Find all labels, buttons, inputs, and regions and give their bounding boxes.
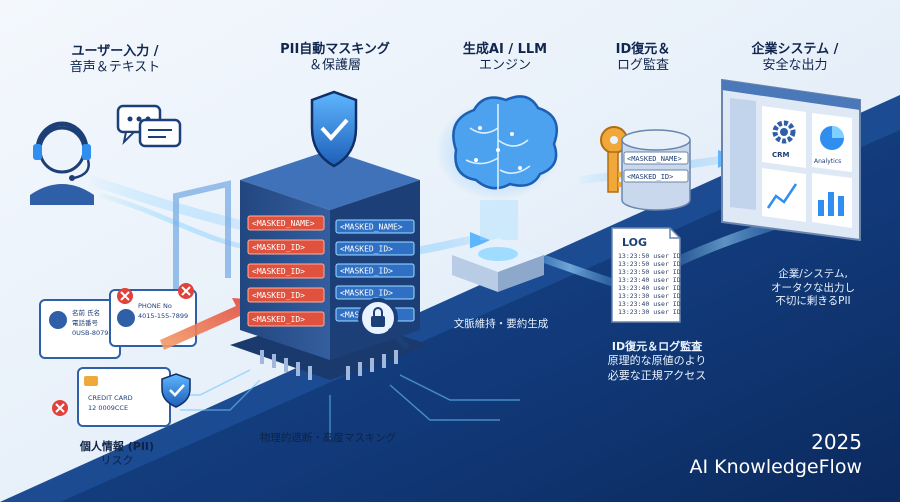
brand-year: 2025 [811,430,862,454]
masked-tag: <MASKED_ID> [623,169,689,183]
masked-tag: <MASKED_NAME> [247,215,325,231]
masked-tag: <MASKED_ID> [335,241,415,256]
svg-text:<MASKED_ID>: <MASKED_ID> [627,173,673,181]
svg-text:<MASKED_ID>: <MASKED_ID> [340,245,393,254]
step-output-label: 企業システム /安全な出力 [751,42,839,74]
svg-text:CRM: CRM [772,151,790,159]
masked-tag: <MASKED_NAME> [623,151,689,165]
pii-risk-caption: 個人情報 (PII)リスク [79,440,155,468]
user-headset-icon [30,121,94,205]
masked-tag: <MASKED_ID> [247,263,325,279]
svg-text:<MASKED_NAME>: <MASKED_NAME> [340,223,403,232]
key-icon [600,126,628,193]
risk-arrow [160,298,262,350]
masked-tag: <MASKED_ID> [335,285,415,300]
svg-text:Analytics: Analytics [814,158,841,165]
svg-text:LOG: LOG [622,236,647,249]
svg-text:<MASKED_ID>: <MASKED_ID> [340,289,393,298]
shield-check-icon [161,373,191,408]
llm-pedestal [452,200,544,292]
svg-text:<MASKED_ID>: <MASKED_ID> [252,267,305,276]
step-masking-label: PII自動マスキング＆保護層 [280,42,390,74]
llm-brain-icon [436,95,560,200]
llm-caption: 文脈維持・要約生成 [453,318,549,330]
svg-text:<MASKED_NAME>: <MASKED_NAME> [252,219,315,228]
svg-text:<MASKED_ID>: <MASKED_ID> [252,243,305,252]
magnifier-lock-icon [358,298,409,349]
masked-tag: <MASKED_NAME> [335,219,415,234]
log-row: 13:23:50 user ID [618,252,681,260]
chip-pins [260,350,398,380]
log-row: 13:23:30 user ID [618,308,681,316]
chat-bubble-icon [116,104,182,148]
masked-tag: <MASKED_ID> [335,263,415,278]
bar-chart-icon [818,192,844,216]
svg-text:<MASKED_ID>: <MASKED_ID> [252,315,305,324]
step-restore-label: ID復元＆ログ監査 [615,42,671,74]
brand-name: AI KnowledgeFlow [689,456,862,478]
restore-note: ID復元＆ログ監査 原理的な原値のより 必要な正規アクセス [607,340,707,382]
gateway-frame-icon [173,180,231,290]
log-row: 13:23:40 user ID [618,276,681,284]
log-row: 13:23:40 user ID [618,300,681,308]
log-row: 13:23:50 user ID [618,260,681,268]
enterprise-dashboard: CRM Analytics [721,78,861,242]
line-chart-icon [766,183,798,209]
svg-text:<MASKED_NAME>: <MASKED_NAME> [627,155,682,163]
masked-tag: <MASKED_ID> [247,287,325,303]
output-note: 企業/システム, オータクな出力し 不切に剰きるPII [771,268,855,308]
gear-icon [772,120,796,144]
svg-text:<MASKED_ID>: <MASKED_ID> [340,267,393,276]
masking-caption: 物理的遮断・高度マスキング [259,432,397,444]
database-icon: <MASKED_NAME> <MASKED_ID> [621,129,691,211]
log-row: 13:23:40 user ID [618,284,681,292]
error-x-icon [52,283,194,416]
log-row: 13:23:30 user ID [618,292,681,300]
masked-tag: <MASKED_ID> [247,239,325,255]
step-user-input-label: ユーザー入力 /音声＆テキスト [69,44,161,76]
masked-tag: <MASKED_ID> [247,311,325,327]
svg-text:<MASKED_ID>: <MASKED_ID> [252,291,305,300]
pie-chart-icon [820,126,844,150]
shield-check-icon [310,90,358,168]
masking-server: <MASKED_NAME> <MASKED_ID> <MASKED_ID> <MASK… [230,150,430,380]
log-row: 13:23:50 user ID [618,268,681,276]
